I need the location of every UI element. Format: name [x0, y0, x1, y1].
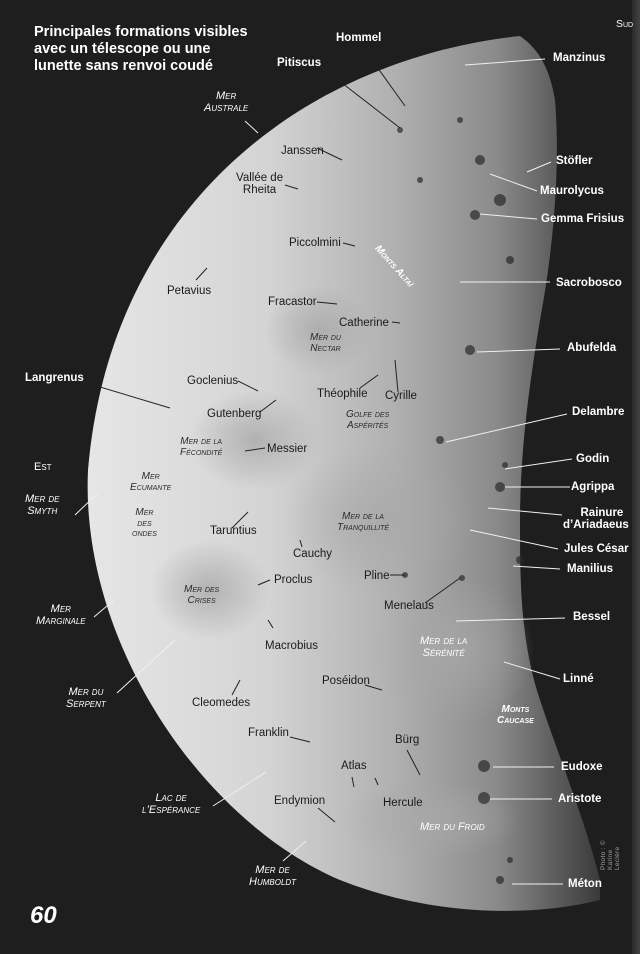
label-bessel: Bessel — [573, 611, 611, 623]
label-piccolomini: Piccolmini — [289, 237, 341, 249]
label-theophile: Théophile — [317, 388, 368, 400]
label-sacrobosco: Sacrobosco — [556, 277, 622, 289]
label-mer-nectar: Mer du Nectar — [310, 332, 341, 354]
label-hercule: Hercule — [383, 797, 423, 809]
page-number: 60 — [30, 902, 57, 929]
south-direction-label: Sud — [616, 18, 634, 30]
label-mer-ondes: Mer des ondes — [132, 507, 157, 539]
label-cyrille: Cyrille — [385, 390, 417, 402]
label-burg: Bürg — [395, 734, 420, 746]
label-mer-smyth: Mer de Smyth — [25, 493, 60, 517]
label-mer-serenite: Mer de la Sérénité — [420, 635, 468, 659]
label-meton: Méton — [568, 878, 602, 890]
photo-credit: Photo : © Karine Leclère — [600, 840, 621, 870]
label-godin: Godin — [576, 453, 610, 465]
label-mer-marginale: Mer Marginale — [36, 603, 86, 627]
title-line-3: lunette sans renvoi coudé — [34, 58, 213, 74]
label-mer-australe: Mer Australe — [204, 90, 249, 114]
title-line-1: Principales formations visibles — [34, 24, 248, 40]
label-goclenius: Goclenius — [187, 375, 239, 387]
label-vallee-rheita: Vallée de Rheita — [236, 172, 284, 197]
label-delambre: Delambre — [572, 406, 625, 418]
label-gutenberg: Gutenberg — [207, 408, 262, 420]
label-aristote: Aristote — [558, 793, 602, 805]
label-cleomedes: Cleomedes — [192, 697, 251, 709]
label-manzinus: Manzinus — [553, 52, 606, 64]
label-mer-fecondite: Mer de la Fécondité — [180, 436, 223, 458]
label-langrenus: Langrenus — [25, 372, 84, 384]
label-agrippa: Agrippa — [571, 481, 615, 493]
page-spine-shadow — [632, 0, 640, 954]
label-rainure-ariadaeus: Rainure d’Ariadaeus — [563, 507, 629, 532]
label-atlas: Atlas — [341, 760, 367, 772]
label-maurolycus: Maurolycus — [540, 185, 604, 197]
label-mer-humboldt: Mer de Humboldt — [249, 864, 297, 888]
label-pline: Pline — [364, 570, 390, 582]
label-gemma-frisius: Gemma Frisius — [541, 213, 625, 225]
label-catherine: Catherine — [339, 317, 389, 329]
label-eudoxe: Eudoxe — [561, 761, 603, 773]
label-poseidon: Poséidon — [322, 675, 370, 687]
label-messier: Messier — [267, 443, 308, 455]
label-jules-cesar: Jules César — [564, 543, 629, 555]
label-proclus: Proclus — [274, 574, 313, 586]
label-taruntius: Taruntius — [210, 525, 257, 537]
east-direction-label: Est — [34, 461, 52, 473]
label-macrobius: Macrobius — [265, 640, 319, 652]
label-golfe-asperites: Golfe des Aspérités — [346, 409, 390, 431]
label-linne: Linné — [563, 673, 594, 685]
label-lac-esperance: Lac de l’Espérance — [142, 792, 201, 816]
label-mer-crises: Mer des Crises — [184, 584, 220, 606]
label-menelaus: Menelaus — [384, 600, 434, 612]
label-franklin: Franklin — [248, 727, 289, 739]
label-pitiscus: Pitiscus — [277, 57, 322, 69]
label-mer-froid: Mer du Froid — [420, 821, 485, 833]
label-monts-caucase: Monts Caucase — [497, 704, 534, 726]
label-janssen: Janssen — [281, 145, 324, 157]
label-fracastor: Fracastor — [268, 296, 317, 308]
label-cauchy: Cauchy — [293, 548, 332, 560]
page-title: Principales formations visibles avec un … — [34, 24, 248, 75]
label-stofler: Stöfler — [556, 155, 593, 167]
title-line-2: avec un télescope ou une — [34, 41, 211, 57]
label-abufelda: Abufelda — [567, 342, 617, 354]
label-mer-ecumante: Mer Ecumante — [130, 471, 172, 493]
label-mer-tranquillite: Mer de la Tranquillité — [337, 511, 390, 533]
label-manilius: Manilius — [567, 563, 614, 575]
label-mer-serpent: Mer du Serpent — [66, 686, 106, 710]
label-petavius: Petavius — [167, 285, 212, 297]
label-hommel: Hommel — [336, 32, 382, 44]
label-endymion: Endymion — [274, 795, 326, 807]
